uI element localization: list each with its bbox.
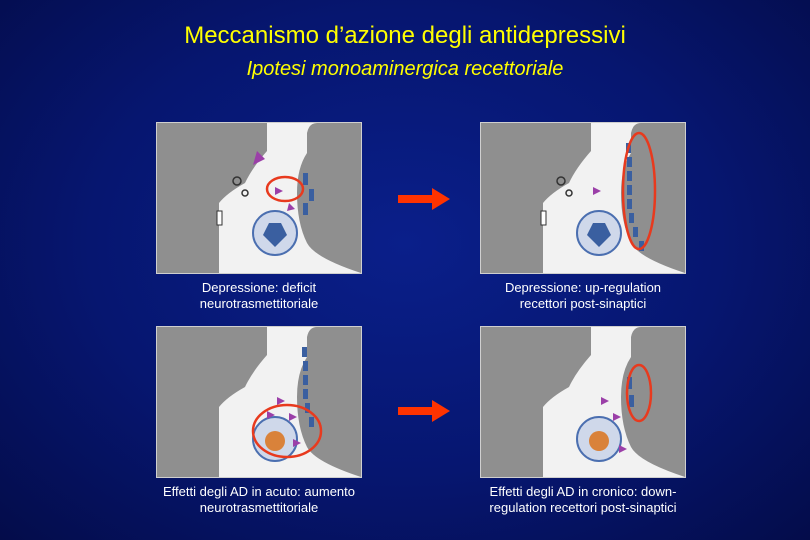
slide-title: Meccanismo d’azione degli antidepressivi (184, 22, 626, 49)
caption-line: Effetti degli AD in cronico: down- (489, 484, 677, 499)
caption-panel-3: Effetti degli AD in acuto: aumento neuro… (146, 484, 372, 516)
caption-line: neurotrasmettitoriale (199, 296, 319, 311)
caption-line: recettori post-sinaptici (519, 296, 647, 311)
caption-line: neurotrasmettitoriale (199, 500, 319, 515)
synapse-diagram-acute-ad (156, 326, 362, 478)
synapse-diagram-upregulation (480, 122, 686, 274)
caption-line: Effetti degli AD in acuto: aumento (163, 484, 355, 499)
caption-line: regulation recettori post-sinaptici (489, 500, 677, 515)
caption-panel-1: Depressione: deficit neurotrasmettitoria… (156, 280, 362, 312)
caption-panel-4: Effetti degli AD in cronico: down- regul… (470, 484, 696, 516)
right-arrow-icon (398, 188, 450, 210)
caption-line: Depressione: up-regulation (504, 280, 662, 295)
synapse-diagram-chronic-ad (480, 326, 686, 478)
caption-line: Depressione: deficit (201, 280, 317, 295)
right-arrow-icon (398, 400, 450, 422)
synapse-diagram-depression-deficit (156, 122, 362, 274)
caption-panel-2: Depressione: up-regulation recettori pos… (470, 280, 696, 312)
slide-subtitle: Ipotesi monoaminergica recettoriale (246, 58, 564, 80)
